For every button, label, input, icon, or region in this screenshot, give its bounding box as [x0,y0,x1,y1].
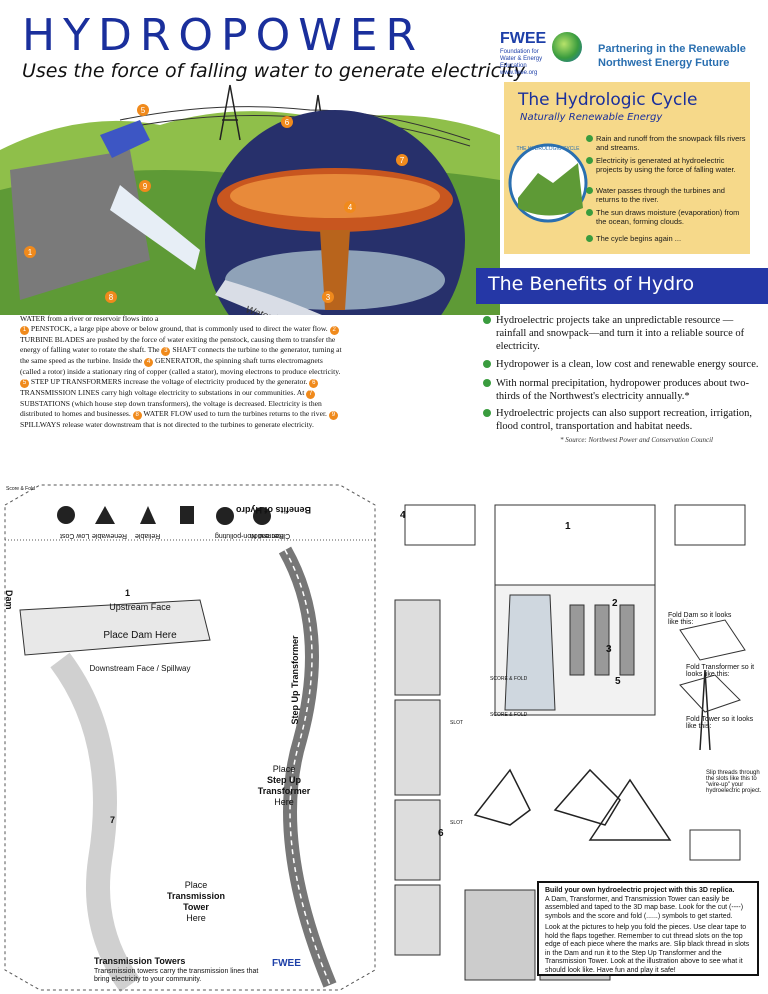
cycle-item: Water passes through the turbines and re… [586,186,746,204]
towers-title: Transmission Towers [94,956,186,966]
place-dam-label: Place Dam Here [103,630,177,641]
penstock-top [100,120,150,158]
downstream-label: Downstream Face / Spillway [89,664,191,673]
hydro-diagram: Water flow 1 2 3 4 5 6 7 8 9 [0,84,500,315]
process-explanation: WATER from a river or reservoir flows in… [20,314,342,429]
marker-2: 2 [329,326,339,335]
fold-dam-note: Fold Dam so it looks like this: [668,612,732,626]
corner-label: Score & Fold [6,486,35,492]
benefit-item: Hydropower is a clean, low cost and rene… [483,358,760,371]
map-number: 1 [125,588,131,598]
marker-4: 4 [144,358,154,367]
logo-name: FWEE [500,30,547,47]
fold-transformer-note: Fold Transformer so it looks like this: [686,664,755,678]
svg-text:6: 6 [285,118,290,127]
score-fold-label: SCORE & FOLD [490,712,528,718]
fold-tower-note: Fold Tower so it looks like this: [686,716,754,730]
marker-3: 3 [161,347,171,356]
icon-label: Reliable [135,532,161,539]
marker-6: 6 [309,379,319,388]
cycle-ring: THE HYDROLOGIC CYCLE [508,143,588,223]
benefit-icons [57,506,271,525]
score-fold-label: SCORE & FOLD [490,676,528,682]
icon-label: Renewable [92,532,128,539]
hydrologic-cycle-panel: The Hydrologic Cycle Naturally Renewable… [504,82,750,254]
cycle-item: The cycle begins again ... [586,234,746,243]
cycle-item: Rain and runoff from the snowpack fills … [586,134,746,152]
globe-icon [552,32,582,62]
cycle-ring-text: THE HYDROLOGIC CYCLE [516,146,580,152]
benefit-item: Hydroelectric projects take an unpredict… [483,314,760,353]
cutout-number: 4 [400,510,406,521]
tower-pieces [473,669,711,841]
cutout-sheet: SCORE & FOLD SCORE & FOLD SLOT SLOT 1 2 … [380,480,768,994]
place-tower: Place Transmission Tower Here [166,880,226,923]
dam-top-piece [494,504,656,586]
cycle-subtitle: Naturally Renewable Energy [520,112,663,123]
marker-9: 9 [328,411,338,420]
dam-wall [10,150,150,300]
cycle-item: Electricity is generated at hydroelectri… [586,156,746,174]
marker-7: 7 [306,390,316,399]
place-transformer: Place Step Up Transformer Here [257,764,311,807]
partner-tagline: Partnering in the Renewable Northwest En… [598,43,746,69]
marker-1: 1 [20,326,29,335]
shaft [320,230,350,310]
page-subtitle: Uses the force of falling water to gener… [22,60,526,82]
cutout-art [394,504,746,981]
spillway-water [110,185,200,270]
benefits-banner: The Benefits of Hydro [476,268,768,304]
step-up-title: Step Up Transformer [290,635,300,725]
slip-threads-note: Slip threads through the slots like this… [706,770,762,794]
benefits-title: The Benefits of Hydro [488,273,695,295]
cycle-item: The sun draws moisture (evaporation) fro… [586,208,746,226]
icon-label: Recreation [250,532,284,539]
svg-text:1: 1 [28,248,33,257]
slot-label: SLOT [450,720,464,726]
marker-8: 8 [132,411,142,420]
fwee-logo: FWEE Foundation for Water & Energy Educa… [500,30,582,78]
spillway-piece [504,594,556,711]
river [50,652,140,993]
map-benefits-label: Benefits of Hydro [236,505,312,515]
cutout-number: 2 [612,598,618,609]
map-logo: FWEE [272,958,301,969]
dam-title: Dam [4,590,14,610]
svg-text:9: 9 [143,182,148,191]
fold-illustrations [679,619,746,861]
svg-text:5: 5 [141,106,146,115]
slot-label: SLOT [450,820,464,826]
cutout-number: 3 [606,644,612,655]
map-base-sheet: Benefits of Hydro Low Cost Renewable Rel… [0,480,380,994]
marker-5: 5 [20,379,29,388]
map-art [4,484,376,993]
map-number: 7 [110,815,116,825]
page-title: HYDROPOWER [22,10,425,61]
benefit-item: Hydroelectric projects can also support … [483,407,760,433]
svg-text:7: 7 [400,156,405,165]
svg-text:3: 3 [326,293,331,302]
penstock-pieces [569,604,635,676]
water-flow-arrow [215,280,322,315]
source-note: * Source: Northwest Power and Conservati… [560,436,713,444]
cycle-title: The Hydrologic Cycle [518,90,698,110]
svg-text:8: 8 [109,293,114,302]
svg-text:4: 4 [348,203,353,212]
cutout-number: 5 [615,676,621,687]
dam-spot [19,599,211,656]
build-instructions: Build your own hydroelectric project wit… [537,881,759,976]
diagram-markers: 1 2 3 4 5 6 7 8 9 [24,104,408,303]
benefit-item: With normal precipitation, hydropower pr… [483,377,760,403]
transformer-pieces [394,599,441,956]
icon-label: Low Cost [60,532,90,539]
upstream-label: Upstream Face [109,602,171,612]
towers-text: Transmission towers carry the transmissi… [94,968,259,983]
cutout-number: 6 [438,828,444,839]
cutout-number: 1 [565,521,571,532]
